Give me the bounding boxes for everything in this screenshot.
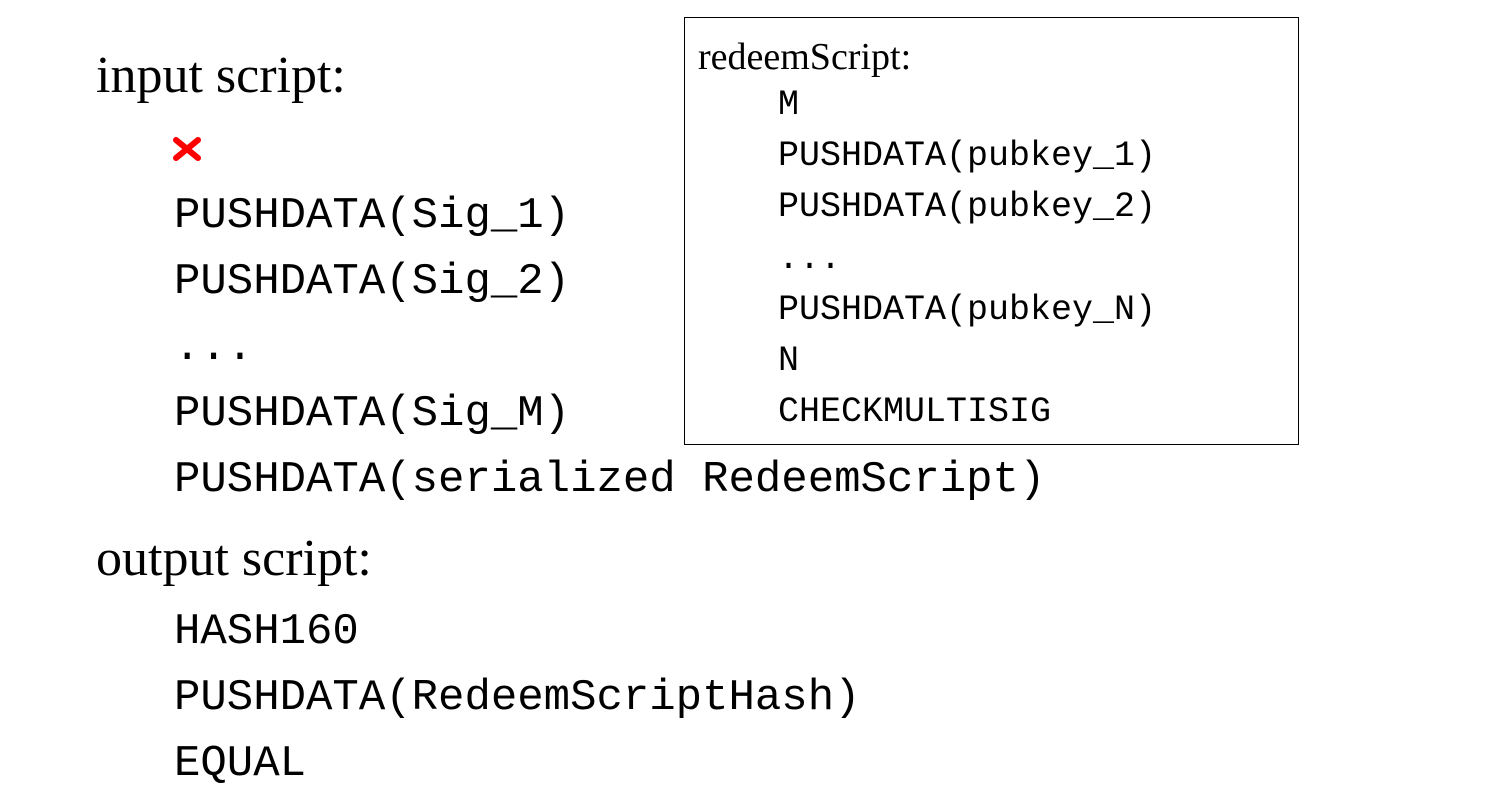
- input-script-line: ...: [174, 323, 254, 373]
- output-script-line: PUSHDATA(RedeemScriptHash): [174, 673, 861, 723]
- redeem-script-line: ...: [778, 239, 842, 279]
- redeem-script-line: N: [778, 341, 800, 381]
- input-script-line: PUSHDATA(Sig_1): [174, 191, 571, 241]
- redeem-script-line: PUSHDATA(pubkey_2): [778, 187, 1157, 227]
- redeem-script-box: redeemScript: M PUSHDATA(pubkey_1) PUSHD…: [684, 17, 1299, 445]
- redeem-script-line: PUSHDATA(pubkey_1): [778, 136, 1157, 176]
- input-script-line: PUSHDATA(Sig_M): [174, 389, 571, 439]
- input-script-line: PUSHDATA(Sig_2): [174, 257, 571, 307]
- red-x-icon: [173, 137, 201, 161]
- redeem-script-line: M: [778, 85, 800, 125]
- output-script-heading: output script:: [96, 530, 372, 587]
- output-script-line: HASH160: [174, 607, 359, 657]
- redeem-script-heading: redeemScript:: [698, 36, 912, 78]
- output-script-line: EQUAL: [174, 739, 307, 789]
- input-script-heading: input script:: [96, 47, 346, 104]
- redeem-script-line: PUSHDATA(pubkey_N): [778, 290, 1157, 330]
- input-script-line: PUSHDATA(serialized RedeemScript): [174, 455, 1046, 505]
- redeem-script-line: CHECKMULTISIG: [778, 392, 1052, 432]
